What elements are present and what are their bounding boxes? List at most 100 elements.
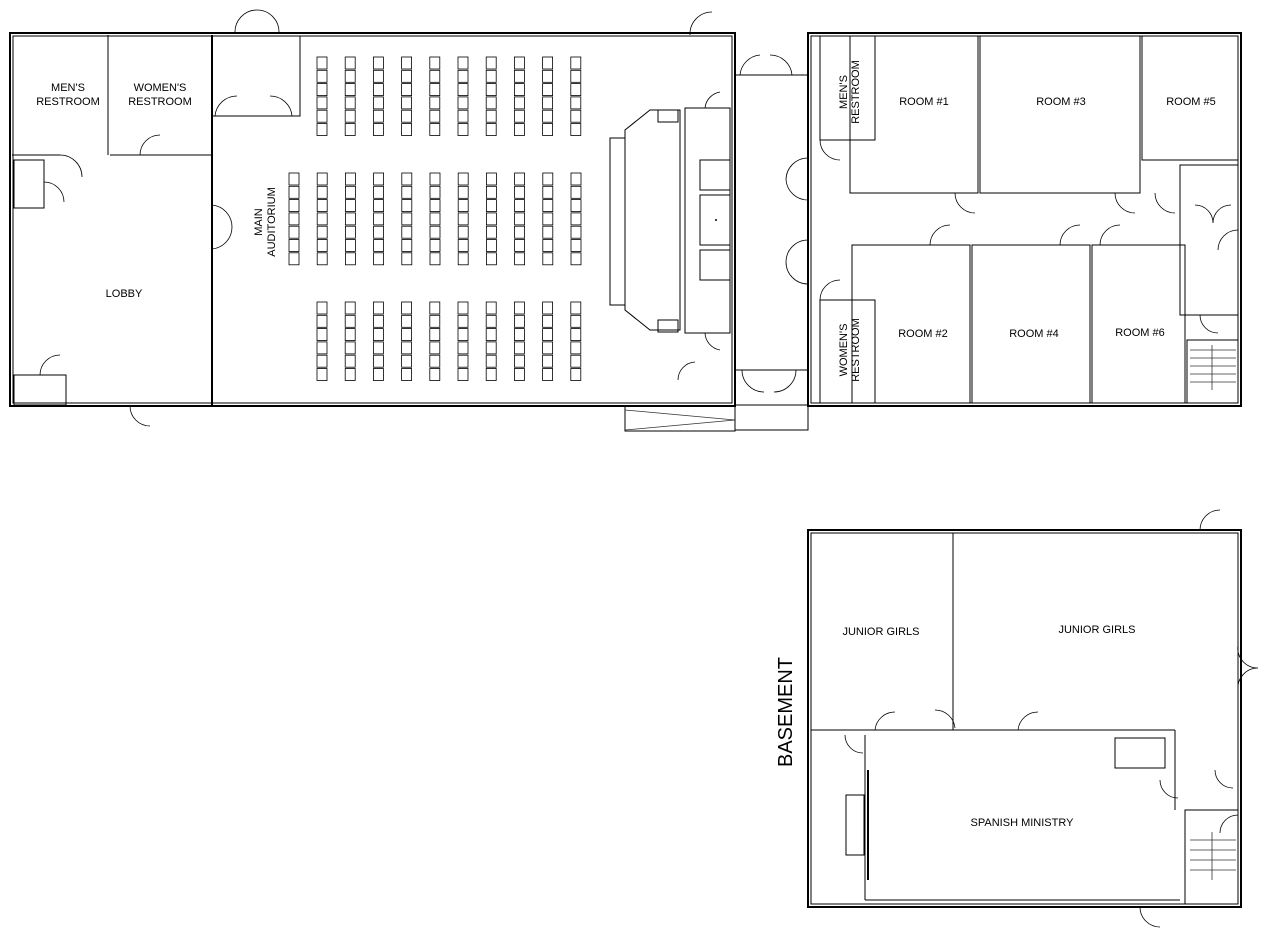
basement-title: BASEMENT — [775, 657, 797, 767]
label-womens-restroom-right: WOMEN'S — [838, 324, 850, 377]
seat — [372, 368, 384, 381]
seat — [344, 69, 356, 83]
seat — [429, 123, 441, 136]
label-room-1: ROOM #1 — [899, 96, 949, 108]
seat — [372, 341, 384, 355]
label-womens-restroom-left: WOMEN'S — [134, 82, 187, 94]
basement-plan — [807, 509, 1259, 928]
seat — [372, 83, 384, 96]
seat — [373, 185, 385, 199]
seat — [401, 172, 413, 186]
seat — [514, 96, 525, 110]
seat — [316, 83, 328, 96]
seat — [457, 199, 469, 213]
seat — [542, 328, 553, 342]
seat — [542, 354, 553, 368]
seat — [457, 172, 469, 186]
seat — [429, 239, 441, 252]
seat — [401, 109, 413, 123]
seat — [542, 368, 553, 381]
seat — [514, 69, 525, 83]
seat — [344, 368, 356, 381]
seat — [288, 239, 300, 252]
seat — [542, 69, 553, 83]
seat — [514, 354, 525, 368]
seat — [457, 252, 469, 266]
seat — [344, 123, 356, 136]
seat — [457, 212, 469, 226]
seat — [485, 252, 497, 266]
seat — [570, 56, 582, 70]
seat — [401, 185, 413, 199]
seat — [485, 172, 497, 186]
seat — [373, 225, 385, 239]
seat — [344, 328, 356, 342]
seat — [372, 56, 384, 70]
seat — [542, 341, 553, 355]
seat — [344, 314, 356, 328]
seat — [485, 56, 497, 70]
seat — [570, 172, 582, 186]
seat — [372, 96, 384, 110]
seat — [570, 252, 582, 266]
seat — [401, 314, 413, 328]
seat — [372, 354, 384, 368]
seat — [373, 252, 385, 266]
seat — [316, 185, 328, 199]
label-auditorium: MAIN — [253, 208, 265, 236]
seat — [316, 354, 328, 368]
seat — [485, 123, 497, 136]
seat — [401, 328, 413, 342]
seat — [542, 123, 553, 136]
seat — [401, 354, 413, 368]
seat — [570, 341, 582, 355]
seat — [457, 301, 469, 315]
seat — [542, 212, 554, 226]
classroom-wing — [807, 32, 1242, 407]
label-junior-girls-left: JUNIOR GIRLS — [842, 626, 919, 638]
seat — [344, 96, 356, 110]
seat — [316, 56, 328, 70]
seat — [570, 301, 582, 315]
seat — [457, 341, 469, 355]
seat — [373, 199, 385, 213]
seat — [344, 225, 356, 239]
label-mens-restroom-left-2: RESTROOM — [36, 96, 100, 108]
seat — [316, 368, 328, 381]
seat — [373, 212, 385, 226]
seat — [316, 341, 328, 355]
seat — [570, 109, 582, 123]
seat — [373, 239, 385, 252]
seat — [457, 185, 469, 199]
seat — [401, 341, 413, 355]
seat — [514, 56, 525, 70]
seat — [514, 225, 525, 239]
seat — [401, 252, 413, 266]
seat — [542, 185, 554, 199]
seat — [457, 96, 469, 110]
seat — [457, 109, 469, 123]
seat — [429, 69, 441, 83]
seat — [485, 301, 497, 315]
seat — [485, 341, 497, 355]
seat — [485, 354, 497, 368]
label-room-3: ROOM #3 — [1036, 96, 1086, 108]
seat — [570, 314, 582, 328]
seat — [514, 109, 525, 123]
seat — [344, 341, 356, 355]
seat — [288, 225, 300, 239]
seat — [372, 314, 384, 328]
seat — [514, 341, 525, 355]
seat — [514, 301, 525, 315]
seat — [514, 328, 525, 342]
seat — [570, 83, 582, 96]
seat — [514, 239, 525, 252]
seat — [401, 69, 413, 83]
seat — [316, 96, 328, 110]
seat — [401, 96, 413, 110]
seat — [316, 199, 328, 213]
seat — [344, 185, 356, 199]
seat — [372, 109, 384, 123]
main-building — [9, 9, 809, 432]
